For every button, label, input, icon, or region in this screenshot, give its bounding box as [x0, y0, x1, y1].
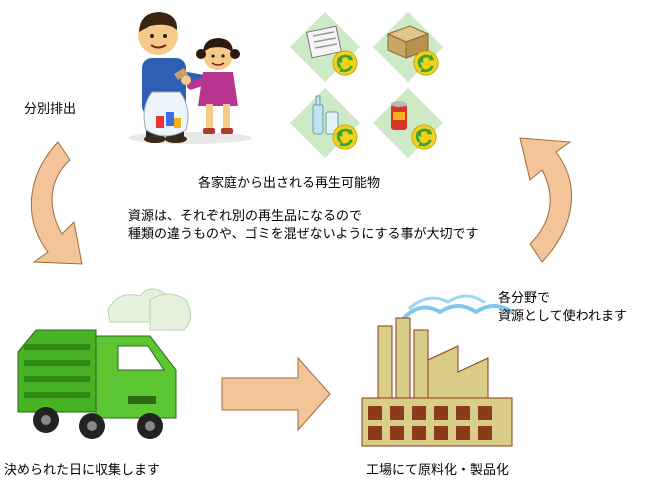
- message-line-2: 種類の違うものや、ゴミを混ぜないようにする事が大切です: [128, 226, 478, 244]
- to-factory-arrow: [222, 358, 330, 430]
- factory-label: 工場にて原料化・製品化: [366, 462, 509, 480]
- uses-line-2: 資源として使われます: [498, 308, 627, 326]
- uses-line-1: 各分野で: [498, 290, 627, 308]
- glass-bottle-icon: [290, 88, 360, 158]
- instruction-message: 資源は、それぞれ別の再生品になるので 種類の違うものや、ゴミを混ぜないようにする…: [128, 208, 478, 244]
- can-icon: [373, 88, 443, 158]
- cardboard-icon: [373, 12, 443, 82]
- newspaper-icon: [290, 12, 360, 82]
- message-line-1: 資源は、それぞれ別の再生品になるので: [128, 208, 478, 226]
- factory-illustration: [362, 296, 512, 446]
- return-arrow: [520, 138, 572, 262]
- garbage-truck-illustration: [18, 289, 191, 439]
- uses-label: 各分野で 資源として使われます: [498, 290, 627, 326]
- recyclables-group: [290, 12, 443, 158]
- separate-label: 分別排出: [24, 101, 76, 119]
- collection-label: 決められた日に収集します: [4, 462, 160, 480]
- family-separating-waste-illustration: [128, 12, 252, 144]
- household-label: 各家庭から出される再生可能物: [198, 175, 380, 193]
- separate-arrow: [31, 142, 82, 264]
